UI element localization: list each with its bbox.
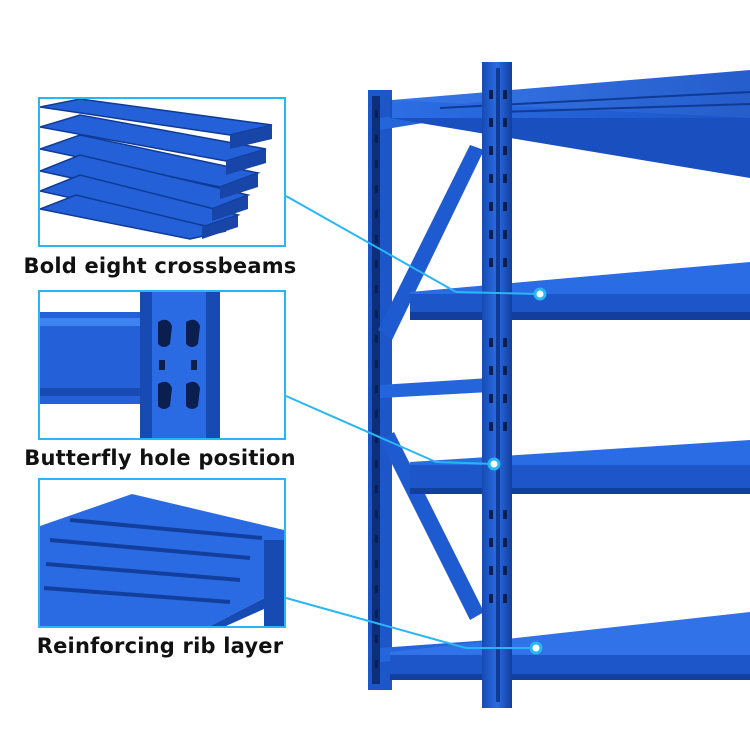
butterfly-hole-detail-icon: [40, 292, 284, 438]
butterfly-hole-detail-image: [38, 290, 286, 440]
callout-caption-crossbeams: Bold eight crossbeams: [23, 254, 297, 278]
callout-dots: [487, 287, 547, 655]
rib-layer-detail-icon: [40, 480, 284, 626]
crossbeams-detail-icon: [40, 99, 284, 245]
side-bracing: [378, 100, 490, 662]
rib-layer-detail-image: [38, 478, 286, 628]
callout-connectors: [285, 195, 539, 649]
callout-caption-rib-layer: Reinforcing rib layer: [36, 634, 284, 658]
shelf-levels: [390, 70, 750, 680]
crossbeams-detail-image: [38, 97, 286, 247]
callout-caption-butterfly-hole: Butterfly hole position: [24, 446, 296, 470]
front-upright: [482, 62, 512, 708]
